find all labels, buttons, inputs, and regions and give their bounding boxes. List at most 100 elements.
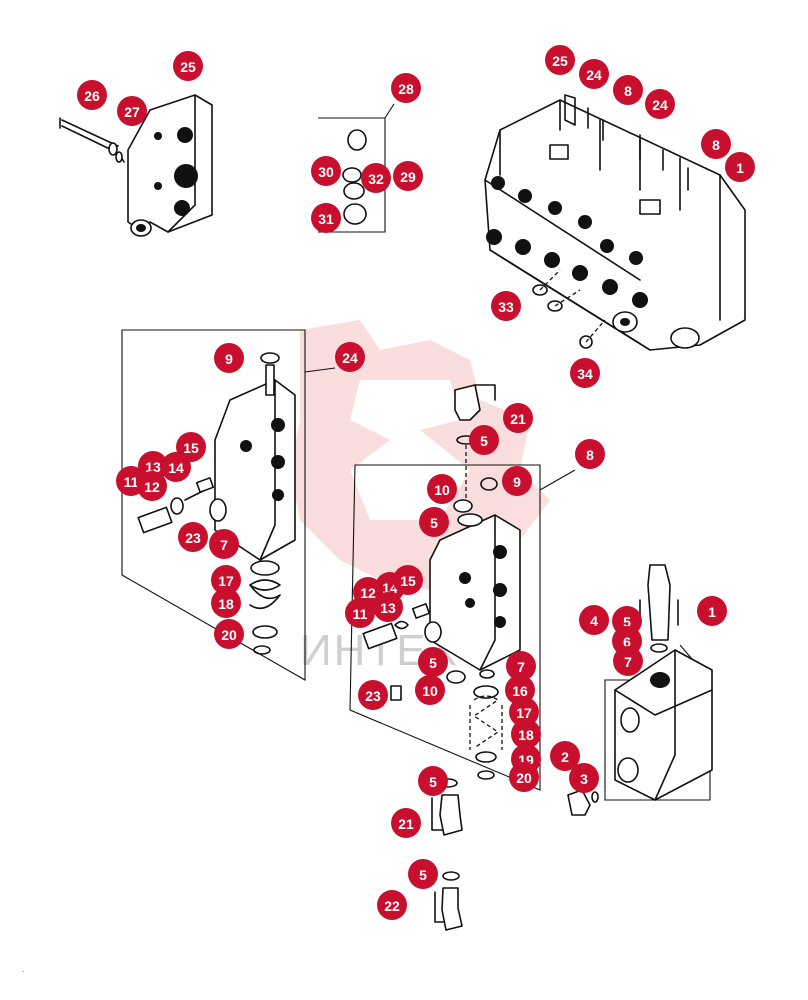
callout-c34: 34	[570, 358, 600, 388]
callout-badge	[569, 763, 599, 793]
callout-badge	[391, 73, 421, 103]
callout-badge	[209, 529, 239, 559]
callout-c17a: 17	[211, 565, 241, 595]
callout-c18a: 18	[211, 588, 241, 618]
callout-label: 3	[580, 771, 588, 787]
callout-badge	[178, 522, 208, 552]
callout-label: 17	[218, 573, 234, 589]
callout-badge	[408, 859, 438, 889]
callout-c25b: 25	[545, 45, 575, 75]
callout-badge	[503, 403, 533, 433]
callout-label: 31	[318, 211, 334, 227]
callout-label: 7	[517, 659, 525, 675]
callout-badge	[391, 808, 421, 838]
callout-badge	[311, 156, 341, 186]
callout-c5d: 5	[418, 766, 448, 796]
callout-label: 18	[218, 596, 234, 612]
callout-badge	[545, 45, 575, 75]
callout-label: 1	[736, 160, 744, 176]
callout-badge	[418, 766, 448, 796]
callout-c8a: 8	[613, 75, 643, 105]
callout-badge	[469, 425, 499, 455]
callout-badge	[137, 471, 167, 501]
callout-c1a: 1	[725, 152, 755, 182]
callout-label: 30	[318, 164, 334, 180]
callout-label: 5	[480, 433, 488, 449]
callout-c21b: 21	[391, 808, 421, 838]
valve-bank-assembly	[484, 94, 746, 351]
callout-c12a: 12	[137, 471, 167, 501]
callout-badge	[697, 596, 727, 626]
callout-badge	[613, 75, 643, 105]
callout-label: 13	[380, 600, 396, 616]
callout-badge	[335, 342, 365, 372]
callout-label: 21	[510, 411, 526, 427]
inlet-housing	[567, 564, 713, 816]
callout-c3: 3	[569, 763, 599, 793]
callout-badge	[419, 507, 449, 537]
callout-c15b: 15	[393, 565, 423, 595]
callout-c29: 29	[393, 161, 423, 191]
callout-label: 5	[419, 867, 427, 883]
section-8-exploded	[349, 464, 576, 791]
callout-badge	[701, 129, 731, 159]
callout-badge	[579, 605, 609, 635]
callout-badge	[613, 646, 643, 676]
callout-label: 26	[84, 88, 100, 104]
callout-label: 18	[518, 727, 534, 743]
callout-label: 20	[221, 627, 237, 643]
callout-c28: 28	[391, 73, 421, 103]
callout-badge	[393, 161, 423, 191]
callout-label: 6	[623, 634, 631, 650]
callout-label: 32	[368, 171, 384, 187]
callout-label: 29	[400, 169, 416, 185]
callout-label: 5	[430, 515, 438, 531]
callout-label: 11	[124, 474, 139, 490]
callout-badge	[161, 452, 191, 482]
callout-badge	[502, 466, 532, 496]
corner-mark: .	[22, 964, 25, 975]
callout-c22: 22	[377, 890, 407, 920]
callout-label: 8	[712, 137, 720, 153]
callout-label: 23	[185, 530, 201, 546]
callout-badge	[345, 598, 375, 628]
callout-label: 25	[180, 59, 196, 75]
callout-c24a: 24	[579, 59, 609, 89]
callout-label: 22	[384, 898, 400, 914]
callout-badge	[415, 675, 445, 705]
callout-c18b: 18	[511, 719, 541, 749]
callout-label: 4	[590, 613, 598, 629]
callout-c9a: 9	[214, 343, 244, 373]
callout-c7b: 7	[506, 651, 536, 681]
callout-c11b: 11	[345, 598, 375, 628]
callout-badge	[427, 474, 457, 504]
callout-badge	[579, 59, 609, 89]
callout-label: 27	[124, 104, 140, 120]
callout-badge	[491, 291, 521, 321]
callout-badge	[173, 51, 203, 81]
callout-label: 12	[144, 479, 160, 495]
callout-c8c: 8	[575, 439, 605, 469]
callout-label: 15	[400, 573, 416, 589]
callout-c17b: 17	[509, 697, 539, 727]
callout-c1b: 1	[697, 596, 727, 626]
callout-c31: 31	[311, 203, 341, 233]
callout-c5c: 5	[418, 647, 448, 677]
callout-c23b: 23	[358, 680, 388, 710]
callout-c9b: 9	[502, 466, 532, 496]
callout-label: 23	[365, 688, 381, 704]
callout-c14a: 14	[161, 452, 191, 482]
callout-c8b: 8	[701, 129, 731, 159]
callout-c21a: 21	[503, 403, 533, 433]
callout-c24c: 24	[335, 342, 365, 372]
callout-label: 9	[225, 351, 233, 367]
callout-label: 34	[577, 366, 593, 382]
callout-c20a: 20	[214, 619, 244, 649]
fitting-top	[454, 384, 496, 500]
callout-label: 14	[168, 460, 184, 476]
callout-label: 28	[398, 81, 414, 97]
callout-c32: 32	[361, 163, 391, 193]
callout-badge	[358, 680, 388, 710]
callout-badge	[725, 152, 755, 182]
callout-label: 33	[498, 299, 514, 315]
